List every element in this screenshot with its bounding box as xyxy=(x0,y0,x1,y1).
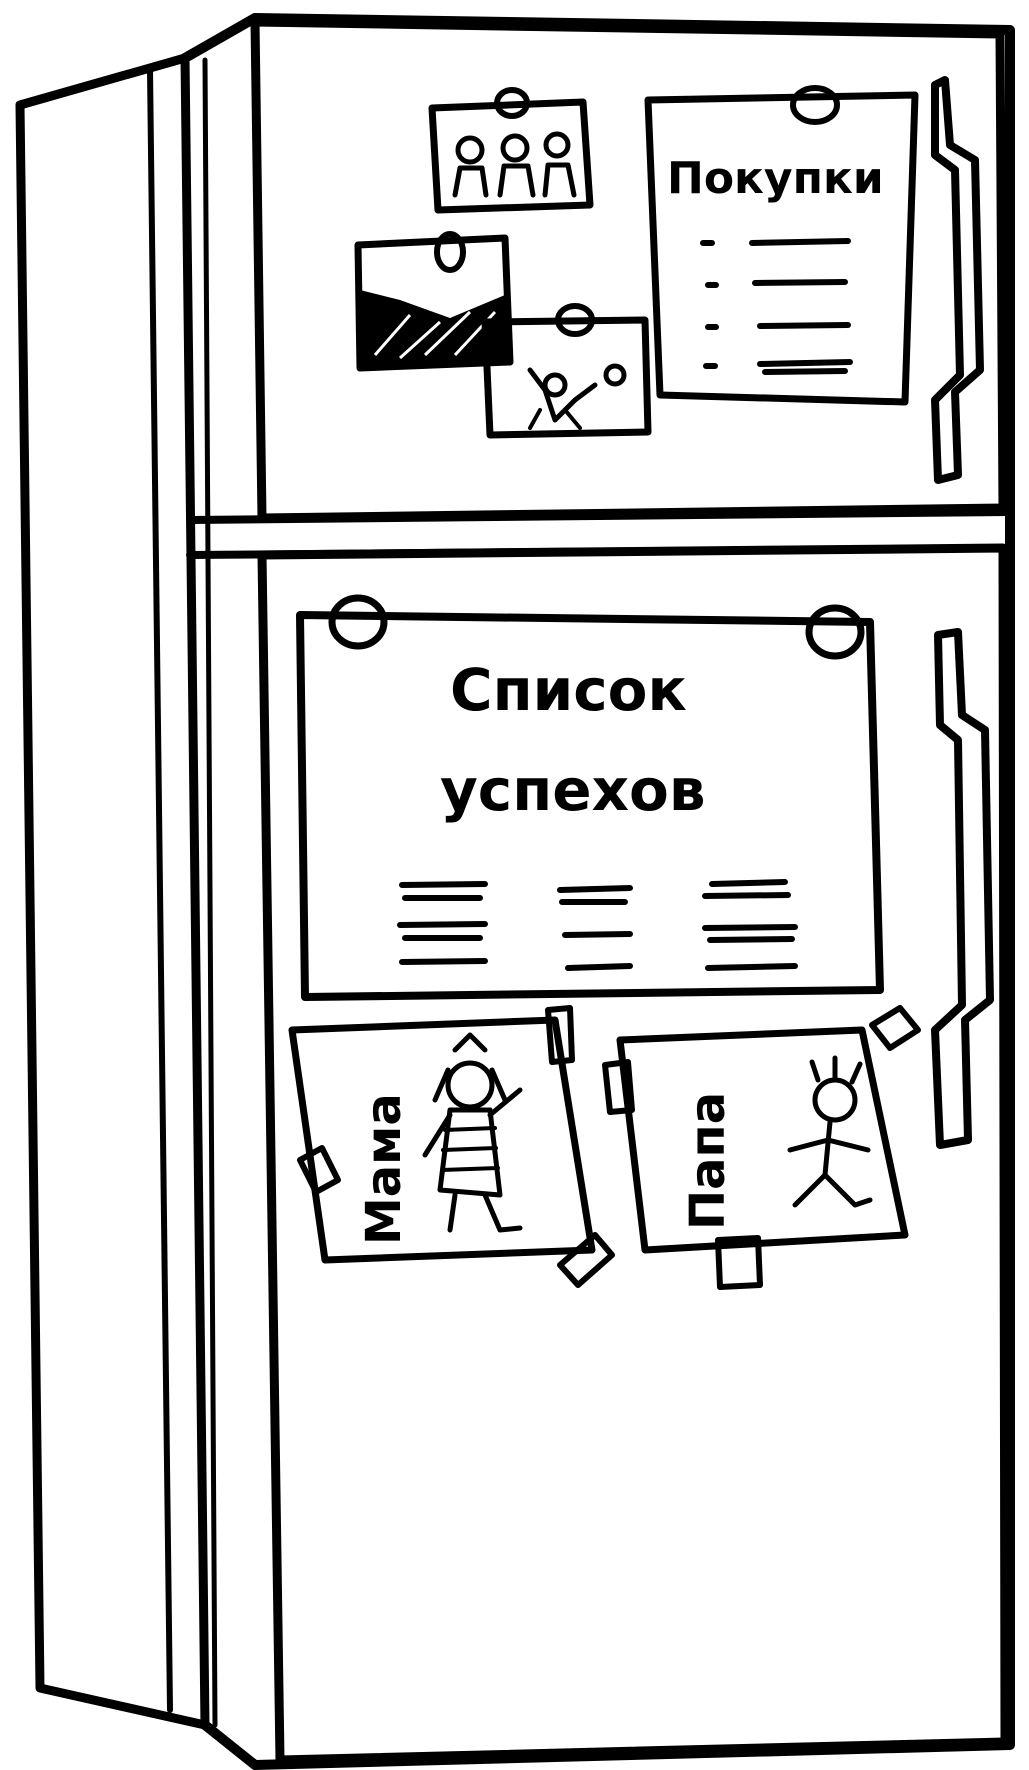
family-photo-icon xyxy=(452,131,577,198)
tape-icon xyxy=(297,1145,341,1195)
magnet-icon xyxy=(434,231,466,273)
tape-icon xyxy=(602,1059,635,1115)
shopping-list-title: Покупки xyxy=(667,153,884,204)
success-list-note: Список успехов xyxy=(296,594,884,1001)
dad-drawing-icon xyxy=(787,1055,873,1208)
magnet-icon xyxy=(805,604,865,660)
mom-label: Мама xyxy=(356,1093,412,1245)
freezer-handle xyxy=(931,76,984,484)
mom-drawing-note: Мама xyxy=(288,1005,615,1288)
kids-photo xyxy=(481,303,652,439)
mom-drawing-icon xyxy=(422,1032,523,1233)
fridge-handle xyxy=(931,628,994,1149)
kids-photo-icon xyxy=(527,363,627,430)
dad-label: Папа xyxy=(680,1092,736,1230)
shopping-list-items xyxy=(700,238,853,375)
landscape-photo-icon xyxy=(360,290,508,365)
magnet-icon xyxy=(555,303,595,337)
freezer-door xyxy=(186,17,1014,559)
tape-icon xyxy=(869,1005,921,1051)
success-list-title-line2: успехов xyxy=(440,756,706,824)
success-list-title-line1: Список xyxy=(450,656,687,724)
fridge-door xyxy=(257,543,1010,1765)
tape-icon xyxy=(715,1235,763,1290)
family-photo xyxy=(428,87,594,214)
magnet-icon xyxy=(790,85,840,125)
shopping-list-note: Покупки xyxy=(644,85,919,406)
landscape-photo xyxy=(354,231,514,372)
tape-icon xyxy=(557,1232,615,1288)
magnet-icon xyxy=(328,594,388,650)
success-list-items xyxy=(397,879,798,971)
dad-drawing-note: Папа xyxy=(602,1005,921,1290)
magnet-icon xyxy=(494,87,530,119)
tape-icon xyxy=(545,1005,575,1065)
fridge-body xyxy=(15,13,1015,1770)
